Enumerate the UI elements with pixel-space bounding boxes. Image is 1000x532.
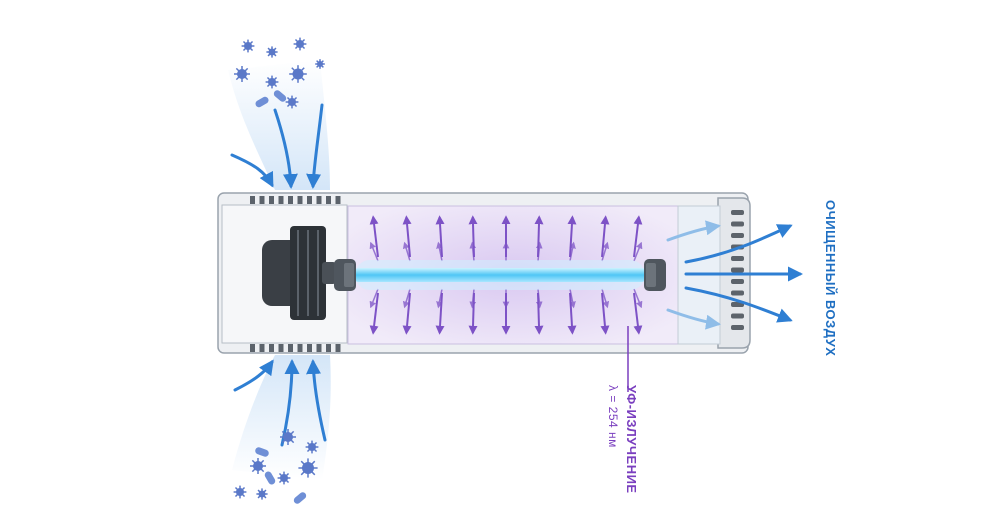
vent-slot	[335, 344, 341, 352]
germ-icon	[266, 46, 278, 58]
germ-icon	[285, 95, 299, 109]
uv-title: УФ-ИЗЛУЧЕНИЕ	[624, 385, 639, 494]
germ-icon	[289, 65, 307, 83]
germ-icon	[241, 39, 255, 53]
uv-ray	[534, 215, 544, 258]
germ-icon	[256, 488, 268, 500]
fan-icon	[262, 226, 336, 320]
uv-ray	[633, 292, 643, 335]
vent-slot	[335, 196, 341, 204]
vent-slot	[326, 196, 331, 204]
uv-ray	[402, 215, 412, 258]
outlet-arrows	[666, 220, 803, 330]
uv-ray	[402, 241, 411, 262]
uv-radiation-arrows	[369, 215, 643, 335]
intake-flow-bottom	[232, 355, 331, 480]
uv-ray	[369, 292, 379, 335]
grille-slot	[731, 221, 744, 227]
vent-slot	[250, 344, 255, 352]
vent-slot	[259, 344, 265, 352]
vent-slot	[269, 196, 274, 204]
uv-ray	[435, 215, 445, 258]
uv-ray	[600, 215, 610, 258]
clean-air-label: ОЧИЩЕННЫЙ ВОЗДУХ	[823, 200, 838, 357]
uv-ray	[601, 288, 610, 309]
uv-wavelength: λ = 254 нм	[606, 385, 620, 448]
uv-ray	[469, 288, 477, 309]
uv-ray	[402, 288, 411, 309]
uv-lamp-icon	[334, 259, 666, 291]
grille-slot	[731, 279, 744, 284]
bacteria-icon	[273, 90, 287, 102]
uv-ray	[468, 215, 478, 258]
uv-ray	[369, 241, 379, 262]
vent-slot	[278, 344, 284, 352]
bacteria-icon	[255, 447, 269, 457]
germ-icon	[305, 440, 319, 454]
grille-slot	[731, 325, 744, 330]
vent-slot	[316, 196, 322, 204]
germ-icon	[315, 59, 325, 69]
germ-icon	[277, 471, 291, 485]
vent-slot	[307, 344, 312, 352]
germ-icon	[298, 458, 318, 478]
vent-slot	[297, 196, 303, 204]
uv-ray	[633, 241, 643, 262]
uv-ray	[633, 215, 643, 258]
uv-ray	[535, 288, 543, 309]
vent-slot	[278, 196, 284, 204]
bacteria-icon	[293, 492, 307, 504]
vent-slot	[326, 344, 331, 352]
uv-ray	[600, 292, 610, 335]
germ-icon	[234, 66, 250, 82]
vent-slot	[250, 196, 255, 204]
intake-vent-bottom	[250, 344, 341, 352]
germ-icon	[265, 75, 279, 89]
uv-ray	[567, 215, 577, 258]
uv-ray	[369, 215, 379, 258]
bacteria-icon	[264, 471, 276, 485]
grille-slot	[731, 256, 744, 261]
bacteria-icon	[255, 96, 269, 108]
uv-ray	[402, 292, 412, 335]
uv-ray	[633, 288, 643, 309]
uv-ray	[534, 292, 544, 335]
germ-icon	[280, 429, 296, 445]
vent-slot	[259, 196, 265, 204]
grille-slot	[731, 313, 744, 319]
uv-ray	[436, 288, 443, 309]
germs-cluster	[233, 37, 325, 504]
grille-slot	[731, 233, 744, 238]
vent-slot	[269, 344, 274, 352]
uv-ray	[567, 292, 577, 335]
germ-icon	[293, 37, 307, 51]
uv-ray	[369, 288, 379, 309]
vent-slot	[307, 196, 312, 204]
germ-icon	[233, 485, 247, 499]
uv-ray	[601, 241, 610, 262]
uv-ray	[569, 288, 576, 309]
grille-slot	[731, 267, 744, 273]
uv-ray	[436, 241, 443, 262]
uv-ray	[535, 241, 543, 262]
grille-slot	[731, 210, 744, 215]
germ-icon	[250, 458, 266, 474]
intake-arrows-top	[230, 103, 324, 189]
vent-slot	[288, 344, 293, 352]
vent-slot	[288, 196, 293, 204]
uv-ray	[468, 292, 478, 335]
vent-slot	[297, 344, 303, 352]
uv-ray	[569, 241, 576, 262]
grille-slot	[731, 290, 744, 296]
uv-ray	[435, 292, 445, 335]
vent-slot	[316, 344, 322, 352]
uv-radiation-label: УФ-ИЗЛУЧЕНИЕ λ = 254 нм	[604, 385, 640, 494]
uv-ray	[469, 241, 477, 262]
intake-vent-top	[250, 196, 341, 204]
